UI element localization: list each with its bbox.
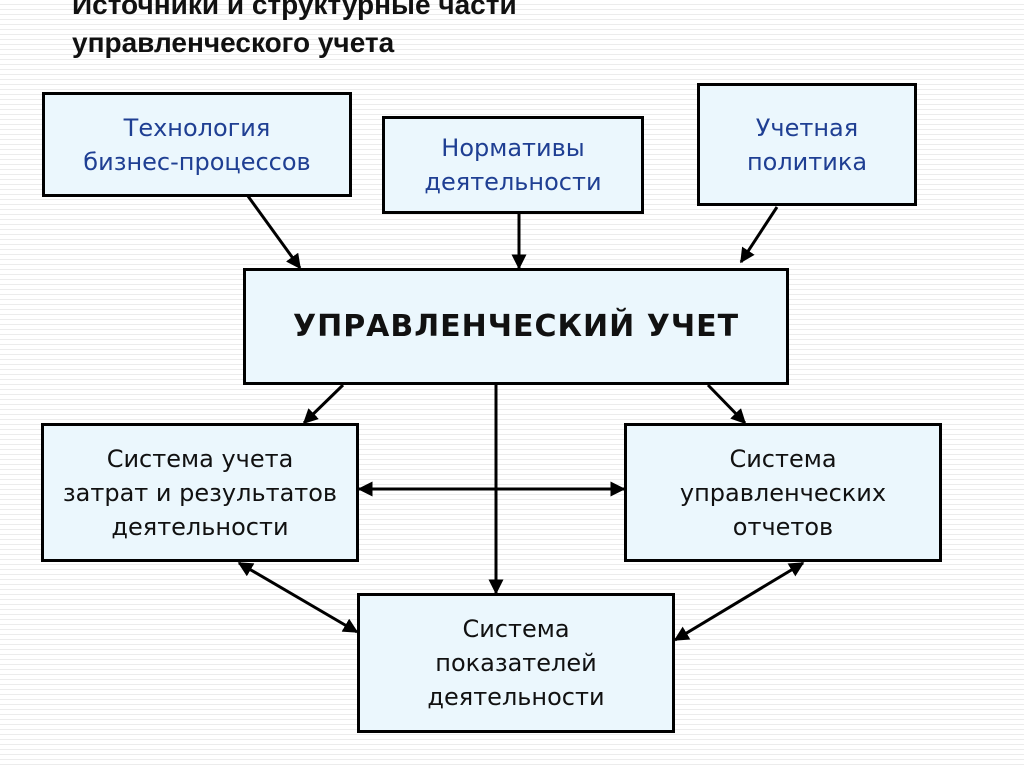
node-norms-label: Нормативы деятельности xyxy=(424,134,602,196)
node-costs-label: Система учета затрат и результатов деяте… xyxy=(62,444,338,541)
arrow-policy-to-main xyxy=(739,206,779,264)
arrow-reports-indicators-bidirectional xyxy=(673,561,805,642)
node-reports-label: Система управленческих отчетов xyxy=(679,444,887,541)
node-policy: Учетная политика xyxy=(697,83,917,206)
title-line-1: Источники и структурные части xyxy=(72,0,517,20)
arrow-costs-indicators-bidirectional xyxy=(237,561,359,634)
arrow-technology-to-main xyxy=(243,191,302,270)
node-main: УПРАВЛЕНЧЕСКИЙ УЧЕТ xyxy=(243,268,789,385)
node-reports: Система управленческих отчетов xyxy=(624,423,942,562)
node-technology-label: Технология бизнес-процессов xyxy=(83,113,311,176)
node-indicators-label: Система показателей деятельности xyxy=(427,615,605,711)
node-technology: Технология бизнес-процессов xyxy=(42,92,352,197)
diagram-title: Источники и структурные части управленче… xyxy=(72,0,517,62)
arrow-main-to-reports xyxy=(706,383,747,425)
arrow-main-to-costs xyxy=(302,383,345,425)
node-costs: Система учета затрат и результатов деяте… xyxy=(41,423,359,562)
node-main-label: УПРАВЛЕНЧЕСКИЙ УЧЕТ xyxy=(292,308,740,344)
node-policy-label: Учетная политика xyxy=(746,113,868,176)
node-indicators: Система показателей деятельности xyxy=(357,593,675,733)
title-line-2: управленческого учета xyxy=(72,27,395,58)
node-norms: Нормативы деятельности xyxy=(382,116,644,214)
